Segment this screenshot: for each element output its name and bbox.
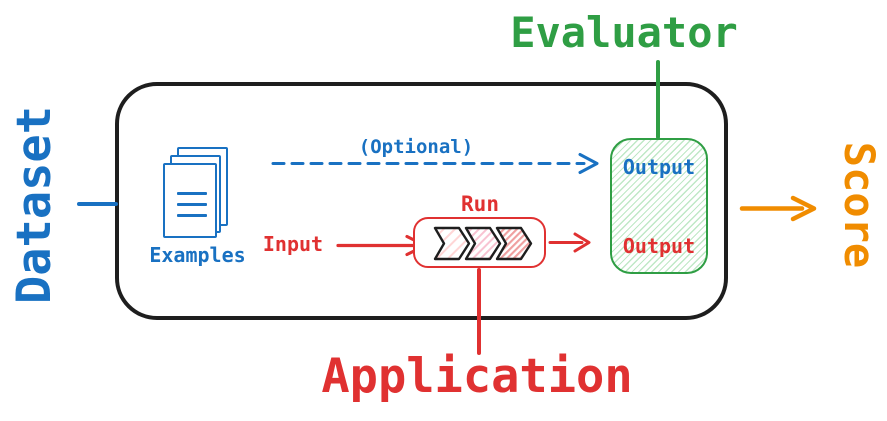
documents-icon [160, 144, 232, 244]
text-line [177, 203, 207, 206]
run-output-arrow [548, 232, 591, 253]
application-label: Application [321, 349, 633, 404]
chevron-1 [433, 226, 471, 261]
output-reference-label: Output [622, 155, 696, 179]
system-box [115, 82, 728, 320]
application-connector-line [477, 268, 481, 355]
score-label: Score [835, 141, 884, 269]
output-run-label: Output [622, 234, 696, 258]
dataset-connector-line [77, 202, 118, 206]
score-arrow [739, 195, 817, 222]
optional-dashed-arrow [271, 153, 599, 174]
text-line [177, 192, 207, 195]
examples-label: Examples [149, 243, 246, 267]
optional-label: (Optional) [358, 136, 474, 158]
evaluator-label: Evaluator [510, 8, 738, 57]
text-line [177, 214, 207, 217]
chevron-2 [464, 226, 502, 261]
dataset-label: Dataset [7, 105, 62, 305]
run-label: Run [461, 192, 499, 216]
chevron-3 [495, 226, 533, 261]
chevron-process-icon [433, 226, 533, 261]
page-front [163, 163, 217, 238]
input-label: Input [262, 232, 324, 256]
evaluator-connector-line [656, 60, 660, 139]
evaluator-output-box [610, 138, 708, 274]
